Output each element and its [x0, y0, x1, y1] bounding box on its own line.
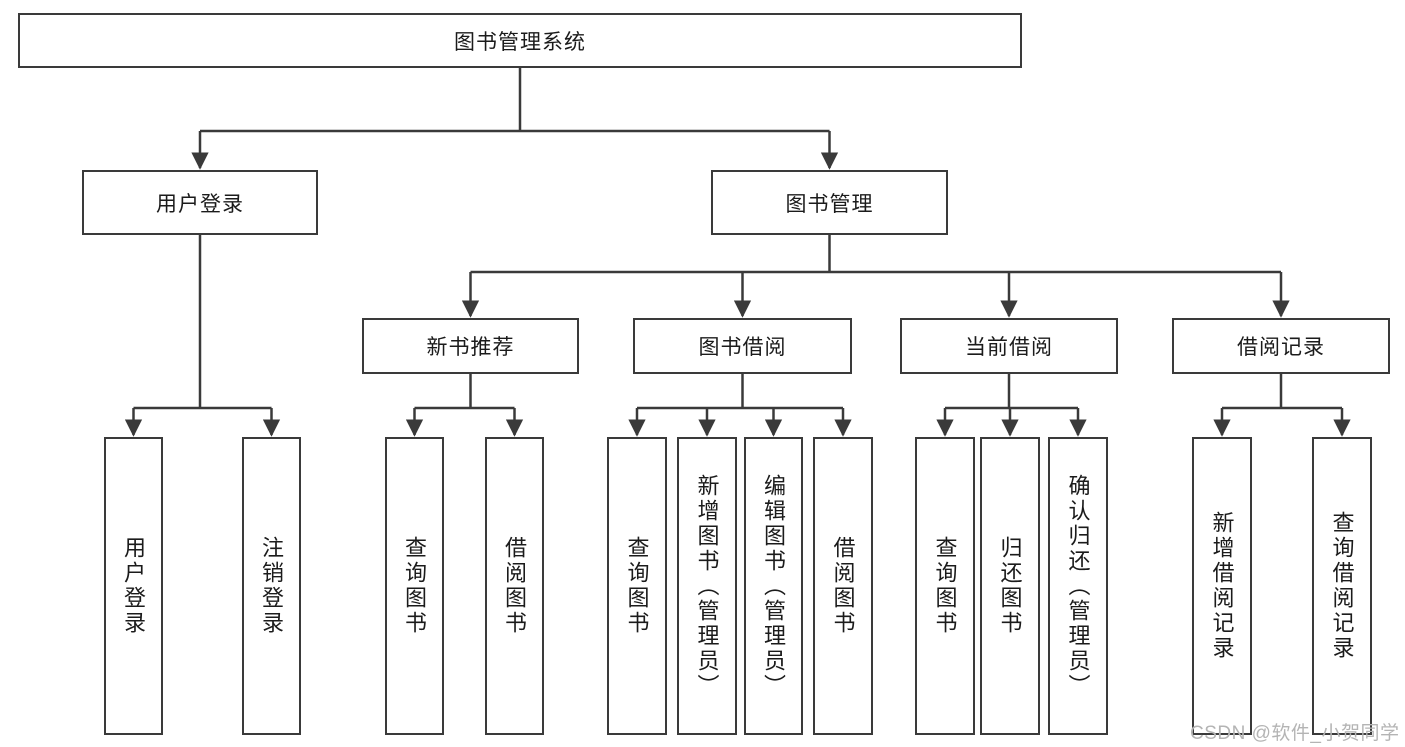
node-label: 注销登录: [259, 536, 285, 636]
node-leaf-return-book[interactable]: 归还图书: [980, 437, 1040, 735]
node-label: 图书管理: [785, 192, 874, 216]
node-label: 用户登录: [156, 192, 244, 216]
node-root-root[interactable]: 图书管理系统: [18, 13, 1022, 68]
node-label: 编辑图书（管理员）: [761, 473, 787, 699]
node-l1-user-login[interactable]: 用户登录: [82, 170, 318, 235]
node-leaf-confirm-return-admin[interactable]: 确认归还（管理员）: [1048, 437, 1108, 735]
node-label: 查询图书: [932, 536, 958, 636]
node-leaf-add-borrow-record[interactable]: 新增借阅记录: [1192, 437, 1252, 735]
node-l2-current-borrow[interactable]: 当前借阅: [900, 318, 1118, 374]
node-label: 新增图书（管理员）: [694, 473, 720, 699]
csdn-watermark: CSDN @软件_小贺同学: [1190, 723, 1400, 744]
node-leaf-user-logout-action[interactable]: 注销登录: [242, 437, 301, 735]
node-l2-borrow-record[interactable]: 借阅记录: [1172, 318, 1390, 374]
node-leaf-query-book-current[interactable]: 查询图书: [915, 437, 975, 735]
node-label: 用户登录: [121, 536, 147, 636]
node-label: 借阅记录: [1237, 336, 1325, 359]
node-label: 当前借阅: [965, 336, 1053, 359]
node-leaf-user-login-action[interactable]: 用户登录: [104, 437, 163, 735]
node-leaf-query-book-recommend[interactable]: 查询图书: [385, 437, 444, 735]
node-leaf-query-borrow-record[interactable]: 查询借阅记录: [1312, 437, 1372, 735]
node-label: 归还图书: [997, 536, 1023, 636]
node-leaf-borrow-book-action[interactable]: 借阅图书: [813, 437, 873, 735]
node-label: 查询借阅记录: [1329, 511, 1355, 661]
node-leaf-add-book-admin[interactable]: 新增图书（管理员）: [677, 437, 737, 735]
node-l2-book-borrow[interactable]: 图书借阅: [633, 318, 852, 374]
node-label: 确认归还（管理员）: [1065, 473, 1091, 699]
node-leaf-borrow-book-recommend[interactable]: 借阅图书: [485, 437, 544, 735]
node-leaf-query-book-borrow[interactable]: 查询图书: [607, 437, 667, 735]
node-l2-new-book-recommend[interactable]: 新书推荐: [362, 318, 579, 374]
node-label: 图书管理系统: [454, 30, 586, 54]
node-label: 借阅图书: [502, 536, 528, 636]
node-label: 图书借阅: [698, 336, 787, 359]
node-label: 查询图书: [402, 536, 428, 636]
node-leaf-edit-book-admin[interactable]: 编辑图书（管理员）: [744, 437, 803, 735]
node-label: 新增借阅记录: [1209, 511, 1235, 661]
node-label: 查询图书: [624, 536, 650, 636]
node-label: 借阅图书: [830, 536, 856, 636]
node-label: 新书推荐: [426, 336, 515, 359]
node-l1-book-management[interactable]: 图书管理: [711, 170, 948, 235]
